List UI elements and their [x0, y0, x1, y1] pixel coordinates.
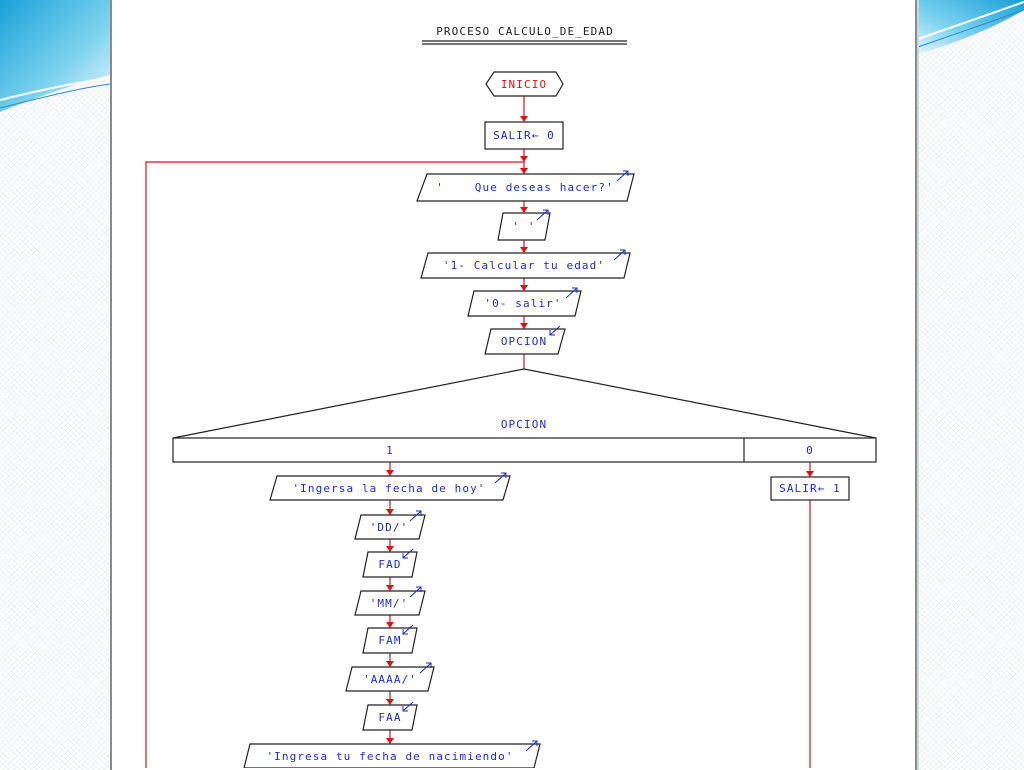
output-blank-label: ' ' — [512, 220, 535, 233]
output-blank: ' ' — [497, 209, 551, 241]
input-fad-label: FAD — [378, 558, 401, 571]
diagram-title: PROCESO CALCULO_DE_EDAD — [436, 25, 614, 38]
output-dd: 'DD/' — [354, 510, 426, 540]
case-0-label: 0 — [806, 444, 814, 457]
output-aaaa-label: 'AAAA/' — [363, 673, 417, 686]
input-fad: FAD — [362, 548, 418, 578]
output-opt0-label: '0- salir' — [484, 297, 561, 310]
output-opt1: '1- Calcular tu edad' — [420, 249, 631, 279]
output-arrow-icon — [409, 510, 422, 522]
output-arrow-icon — [613, 249, 626, 261]
start-terminal: INICIO — [485, 71, 564, 97]
output-arrow-icon — [616, 170, 629, 182]
output-arrow-icon — [409, 586, 422, 598]
output-dd-label: 'DD/' — [370, 521, 409, 534]
arrowheads — [386, 116, 814, 744]
output-arrow-icon — [525, 740, 538, 752]
output-fecha-hoy-label: 'Ingersa la fecha de hoy' — [292, 482, 485, 495]
switch-label: OPCION — [501, 418, 547, 431]
output-arrow-icon — [419, 662, 432, 674]
input-arrow-icon — [402, 701, 414, 712]
assign-salir-0-label: SALIR← 0 — [493, 129, 555, 142]
input-arrow-icon — [402, 624, 414, 635]
assign-salir-1: SALIR← 1 — [770, 476, 850, 501]
output-aaaa: 'AAAA/' — [345, 662, 435, 692]
loop-back-line — [145, 161, 524, 768]
output-que-deseas: ' Que deseas hacer?' — [416, 170, 635, 202]
output-arrow-icon — [536, 209, 549, 221]
output-arrow-icon — [494, 472, 507, 484]
output-fecha-nacimiento: 'Ingresa tu fecha de nacimiendo' — [243, 740, 541, 768]
output-fecha-nacimiento-label: 'Ingresa tu fecha de nacimiendo' — [266, 750, 513, 763]
input-opcion-label: OPCION — [501, 335, 547, 348]
input-arrow-icon — [402, 548, 414, 559]
case-1-label: 1 — [386, 444, 394, 457]
assign-salir-1-label: SALIR← 1 — [779, 482, 841, 495]
input-opcion: OPCION — [484, 325, 566, 355]
output-que-deseas-label: ' Que deseas hacer?' — [436, 181, 614, 194]
input-faa: FAA — [362, 701, 418, 731]
input-faa-label: FAA — [378, 711, 401, 724]
right-swoosh — [914, 0, 1024, 55]
switch-opcion: OPCION 1 0 — [172, 368, 877, 463]
output-opt0: '0- salir' — [467, 287, 582, 317]
input-arrow-icon — [549, 325, 561, 336]
input-fam-label: FAM — [378, 634, 401, 647]
input-fam: FAM — [362, 624, 418, 654]
start-label: INICIO — [501, 78, 547, 91]
assign-salir-0: SALIR← 0 — [484, 121, 564, 150]
output-mm-label: 'MM/' — [370, 597, 409, 610]
output-fecha-hoy: 'Ingersa la fecha de hoy' — [269, 472, 511, 501]
output-mm: 'MM/' — [354, 586, 426, 616]
output-arrow-icon — [565, 287, 578, 299]
output-opt1-label: '1- Calcular tu edad' — [443, 259, 605, 272]
left-swoosh — [0, 0, 111, 112]
